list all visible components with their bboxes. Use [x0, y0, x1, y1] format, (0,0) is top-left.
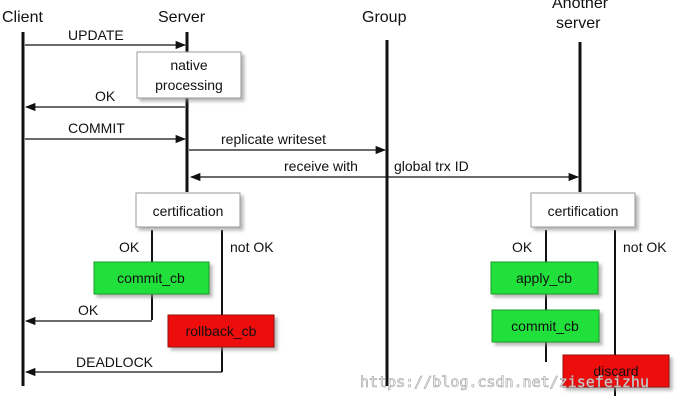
rollback-cb-label: rollback_cb [186, 323, 257, 339]
actor-client: Client [2, 9, 43, 26]
message-update: UPDATE [68, 27, 124, 43]
commit-cb-label-server: commit_cb [117, 270, 185, 286]
certification-label-server: certification [153, 203, 224, 219]
native-processing-line1: native [170, 57, 208, 73]
message-deadlock: DEADLOCK [76, 354, 154, 370]
commit-cb-label-another: commit_cb [511, 318, 579, 334]
discard-box: discard [562, 354, 670, 388]
apply-cb-label: apply_cb [516, 270, 572, 286]
actor-another-server-line2: server [556, 15, 601, 32]
message-global-trx-id: global trx ID [394, 158, 469, 174]
message-ok-2: OK [78, 302, 99, 318]
certification-label-another: certification [548, 203, 619, 219]
branch-label-another-ok: OK [512, 239, 533, 255]
message-commit: COMMIT [68, 120, 125, 136]
message-ok-1: OK [95, 88, 116, 104]
actor-server: Server [158, 9, 206, 26]
commit-cb-box-another: commit_cb [491, 309, 600, 343]
apply-cb-box: apply_cb [490, 261, 599, 295]
certification-box-another: certification [530, 192, 636, 228]
watermark-url: https://blog.csdn.net/zisefeizhu [360, 373, 649, 391]
native-processing-box: native processing [136, 51, 242, 99]
actor-group: Group [362, 9, 407, 26]
branch-label-another-not-ok: not OK [623, 239, 667, 255]
branch-label-server-not-ok: not OK [230, 239, 274, 255]
discard-label: discard [593, 363, 638, 379]
message-replicate-writeset: replicate writeset [221, 131, 326, 147]
commit-cb-box-server: commit_cb [93, 261, 210, 295]
native-processing-line2: processing [155, 77, 223, 93]
certification-box-server: certification [135, 192, 241, 228]
message-receive-with: receive with [284, 158, 358, 174]
actor-another-server-line1: Another [552, 0, 609, 12]
rollback-cb-box: rollback_cb [167, 314, 275, 348]
branch-label-server-ok: OK [119, 239, 140, 255]
